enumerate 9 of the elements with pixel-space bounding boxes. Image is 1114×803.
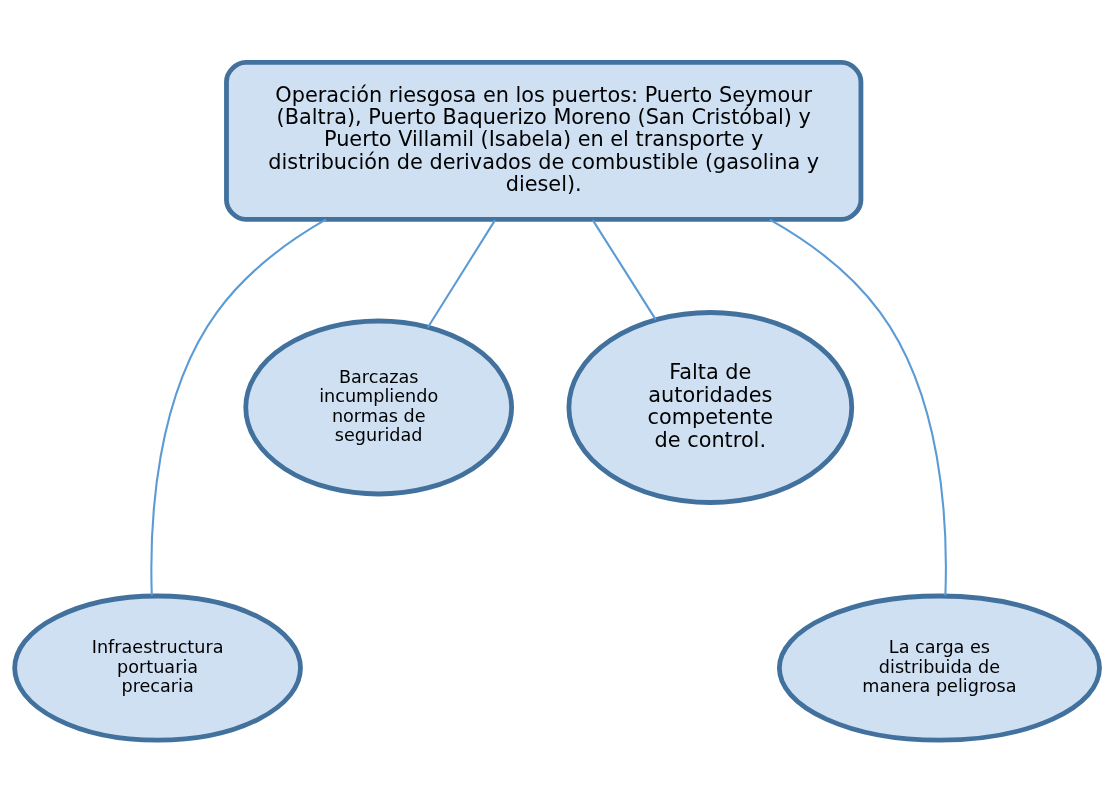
node-box: Operación riesgosa en los puertos: Puerto Seymour (Baltra), Puerto Baquerizo Moreno (San Cristóbal) y Puerto Villamil (Isabela) en el transporte y distribución de derivados de combustible (gasolina y diesel). — [224, 60, 864, 222]
connector — [591, 219, 657, 321]
node-ellipse: Barcazas incumpliendo normas de seguridad — [243, 318, 514, 497]
node-ellipse: La carga es distribuida de manera peligrosa — [776, 593, 1102, 743]
connector — [426, 219, 496, 329]
node-ellipse: Infraestructura portuaria precaria — [12, 593, 303, 743]
node-ellipse: Falta de autoridades competente de control. — [566, 310, 855, 505]
connector — [769, 218, 947, 596]
connector — [150, 218, 327, 596]
